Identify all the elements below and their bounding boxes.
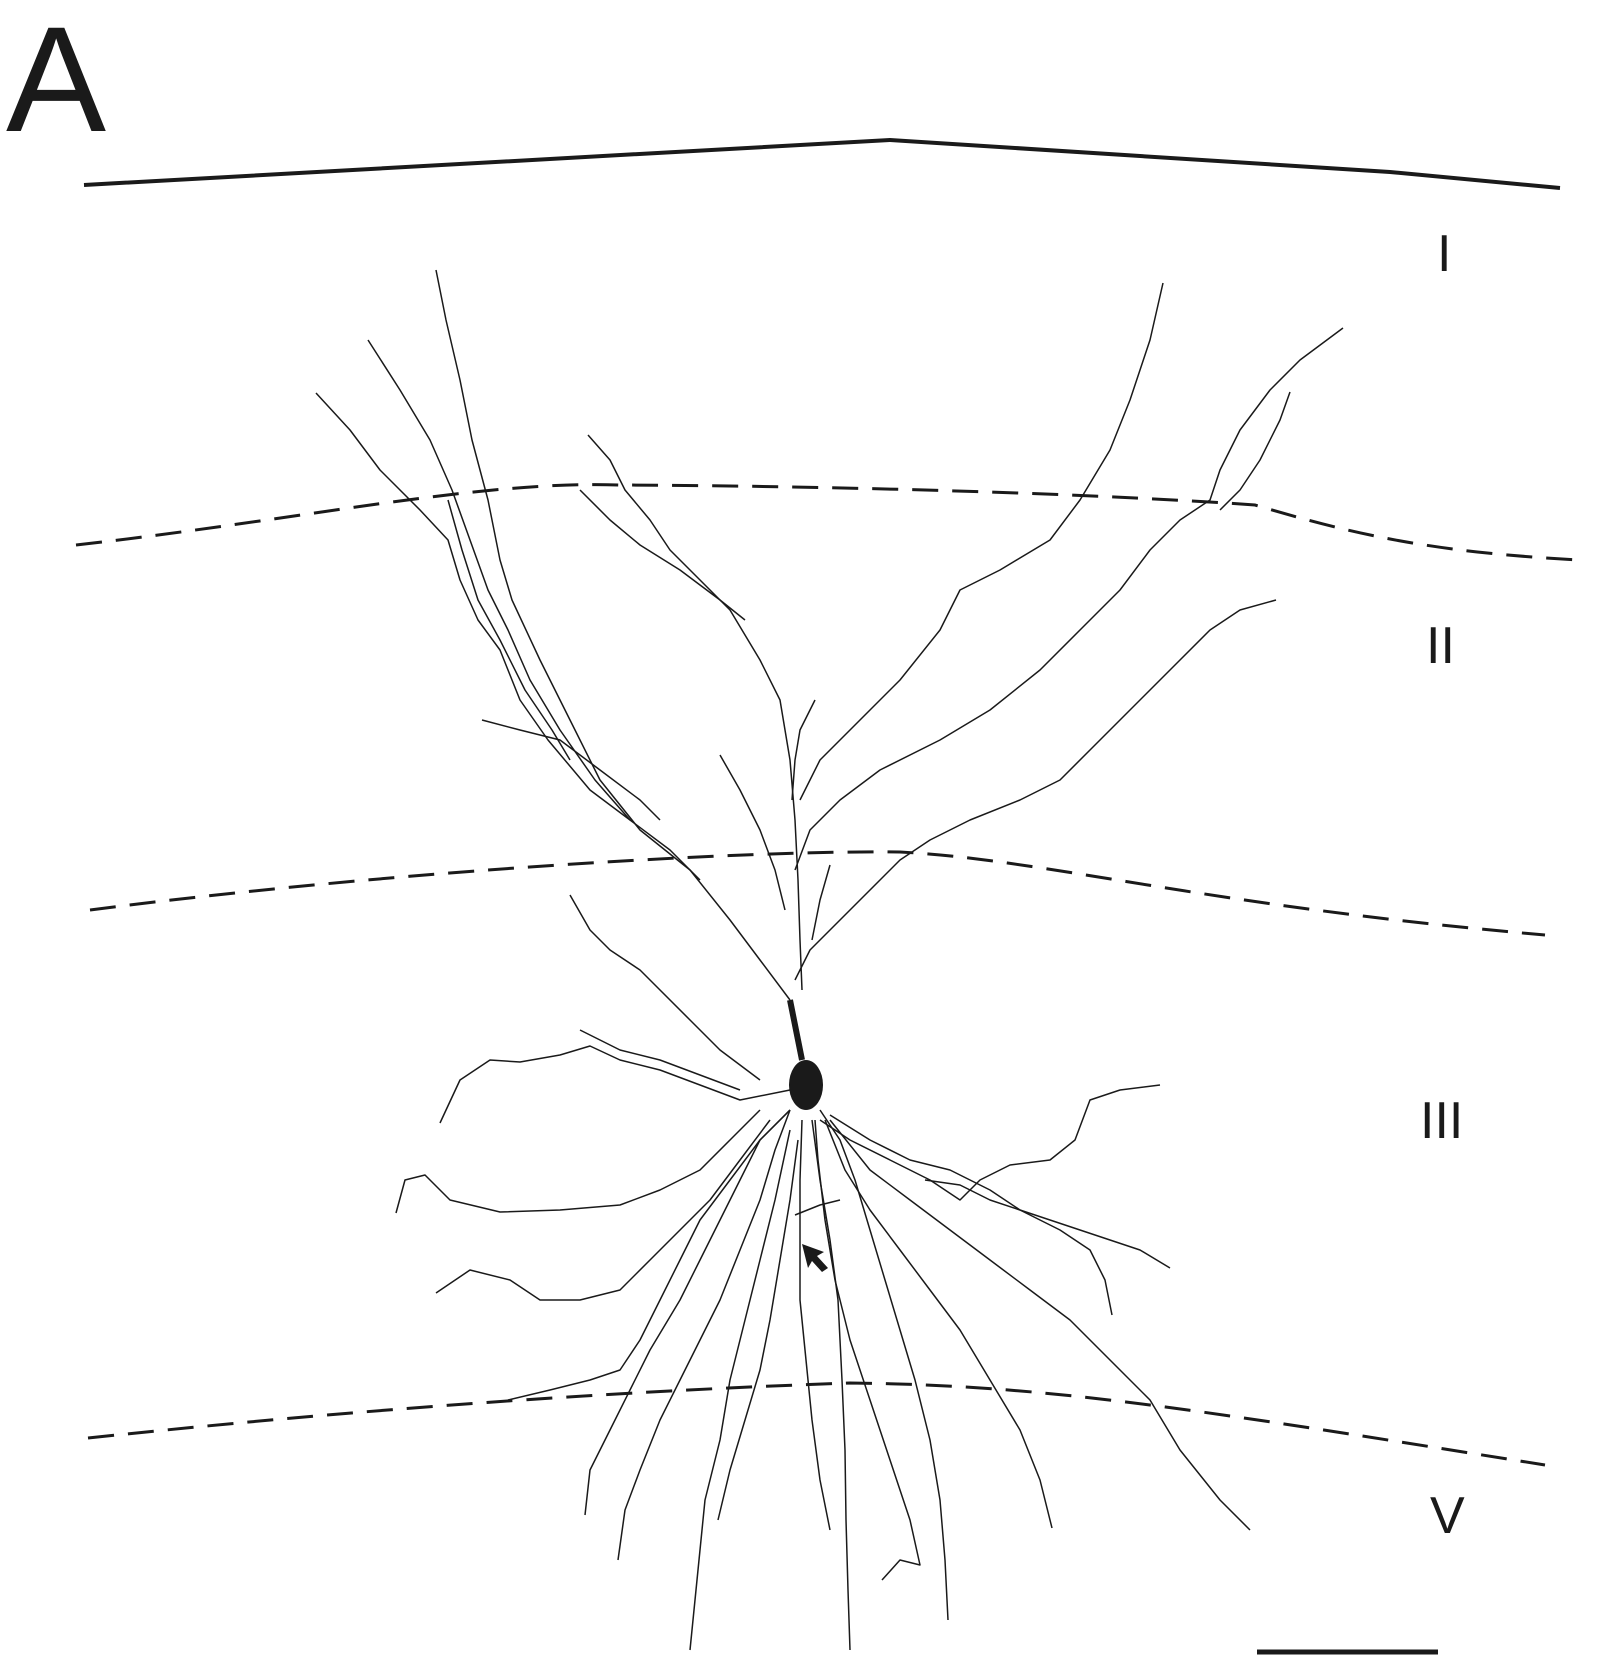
apical-dendrites (315, 269, 1344, 1001)
arrow-marker-icon (802, 1244, 828, 1272)
cell-body (789, 1060, 823, 1110)
pial-surface-line (83, 137, 1561, 190)
layer-label-I: I (1437, 225, 1452, 283)
layer-label-III: III (1420, 1092, 1464, 1150)
basal-dendrites (395, 894, 1251, 1651)
boundary-II-III (89, 850, 1546, 937)
boundary-III-V (87, 1381, 1546, 1467)
boundary-I-II (75, 483, 1581, 562)
layer-boundaries (75, 483, 1581, 1467)
layer-label-II: II (1426, 617, 1455, 675)
layer-label-V: V (1430, 1487, 1465, 1545)
panel-letter: A (6, 0, 107, 163)
soma (787, 999, 823, 1110)
